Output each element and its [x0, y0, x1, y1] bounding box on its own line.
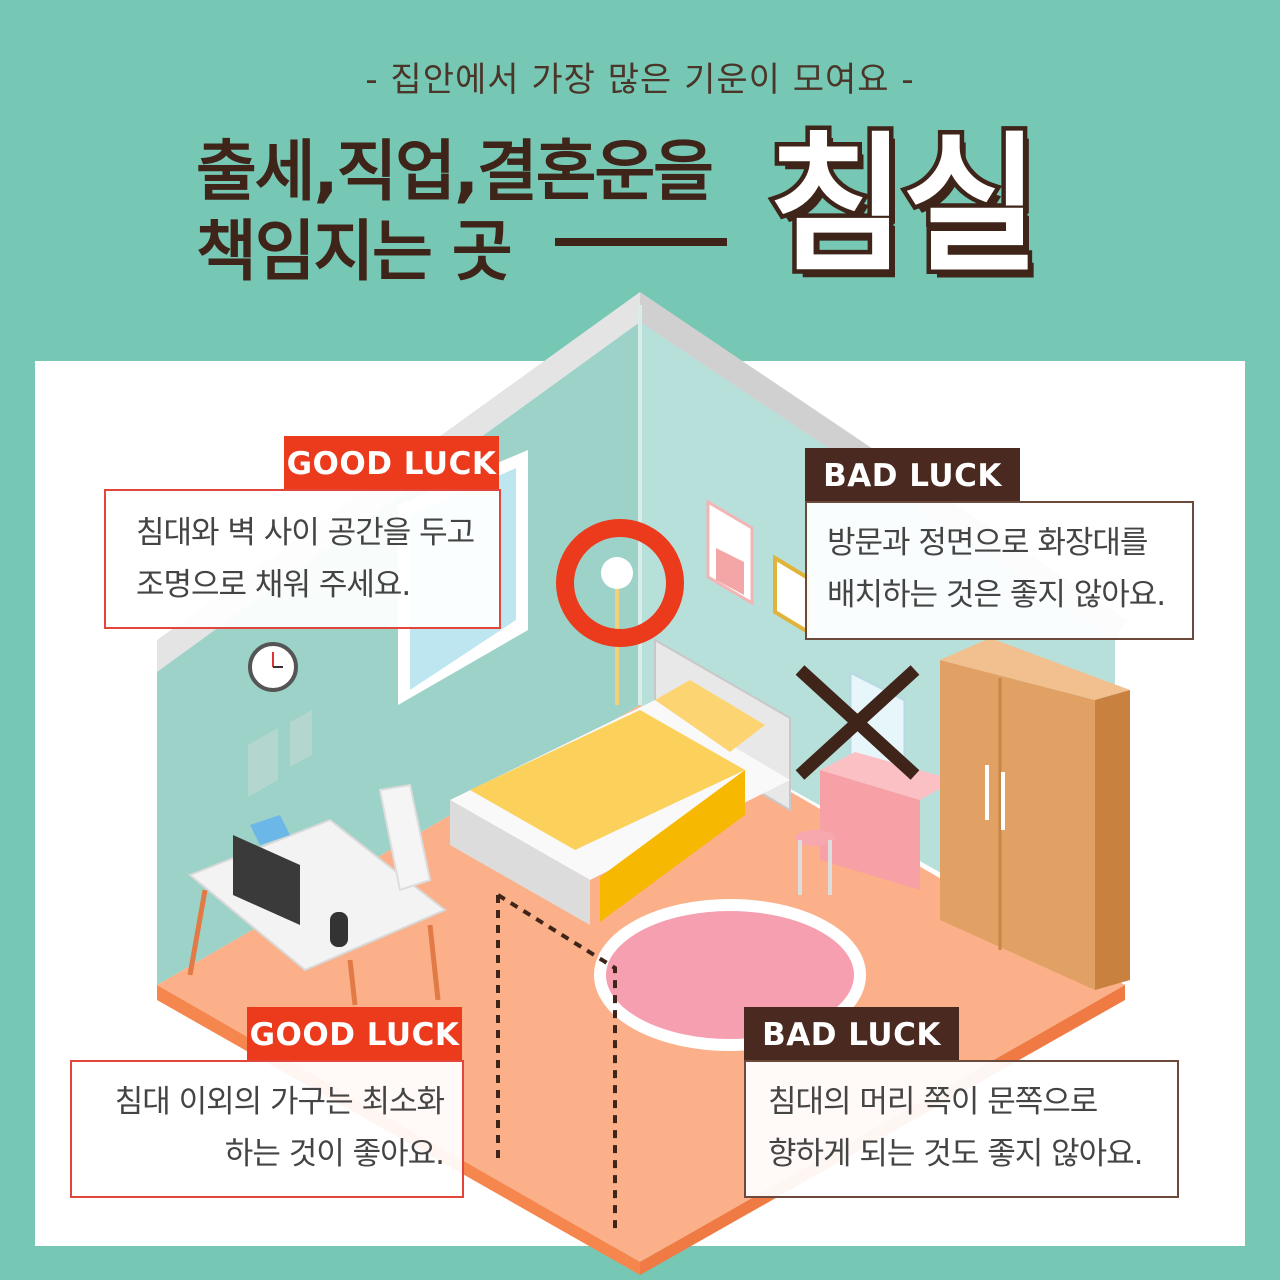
light-circle-icon [556, 519, 684, 647]
wall-frame [290, 710, 312, 767]
wall-frame [248, 728, 278, 797]
bad-luck-tag: BAD LUCK [805, 448, 1020, 502]
big-word: 침실 [763, 115, 1044, 298]
books [250, 815, 290, 845]
callout-text: 침대와 벽 사이 공간을 두고 [136, 515, 475, 551]
pillow [655, 680, 765, 752]
stool [795, 830, 835, 846]
dresser [820, 770, 920, 890]
chair [378, 783, 432, 892]
bad-luck-box: 침대의 머리 쪽이 문쪽으로 향하게 되는 것도 좋지 않아요. [744, 1060, 1179, 1198]
bed-side [450, 800, 590, 925]
callout-text: 향하게 되는 것도 좋지 않아요. [768, 1136, 1144, 1172]
callout-text: 조명으로 채워 주세요. [136, 567, 411, 603]
callout-text: 침대 이외의 가구는 최소화 [114, 1084, 445, 1120]
callout-text: 배치하는 것은 좋지 않아요. [827, 577, 1166, 613]
bad-luck-tag: BAD LUCK [744, 1007, 959, 1061]
headline-line2: 책임지는 곳 [196, 213, 513, 290]
wardrobe-side [1095, 690, 1130, 990]
speaker [330, 912, 348, 947]
good-luck-box: 침대 이외의 가구는 최소화 하는 것이 좋아요. [70, 1060, 464, 1198]
good-luck-tag: GOOD LUCK [247, 1007, 462, 1061]
callout-text: 방문과 정면으로 화장대를 [827, 525, 1148, 561]
headline-dash [555, 238, 727, 246]
headline-line1: 출세,직업,결혼운을 [196, 133, 714, 210]
good-luck-tag: GOOD LUCK [284, 436, 499, 490]
headline: 출세,직업,결혼운을 책임지는 곳 [196, 132, 714, 292]
wardrobe-front [940, 660, 1095, 990]
callout-text: 침대의 머리 쪽이 문쪽으로 [768, 1084, 1098, 1120]
good-luck-box: 침대와 벽 사이 공간을 두고 조명으로 채워 주세요. [104, 489, 501, 629]
wardrobe-top [940, 638, 1130, 700]
bed-side-blanket [600, 770, 745, 922]
callout-text: 하는 것이 좋아요. [224, 1136, 445, 1172]
subtitle: - 집안에서 가장 많은 기운이 모여요 - [365, 60, 915, 100]
x-mark-icon [795, 665, 920, 780]
laptop [233, 835, 300, 925]
bad-luck-box: 방문과 정면으로 화장대를 배치하는 것은 좋지 않아요. [805, 501, 1194, 640]
bed-blanket [470, 710, 745, 850]
dotted-guide [496, 893, 617, 1230]
